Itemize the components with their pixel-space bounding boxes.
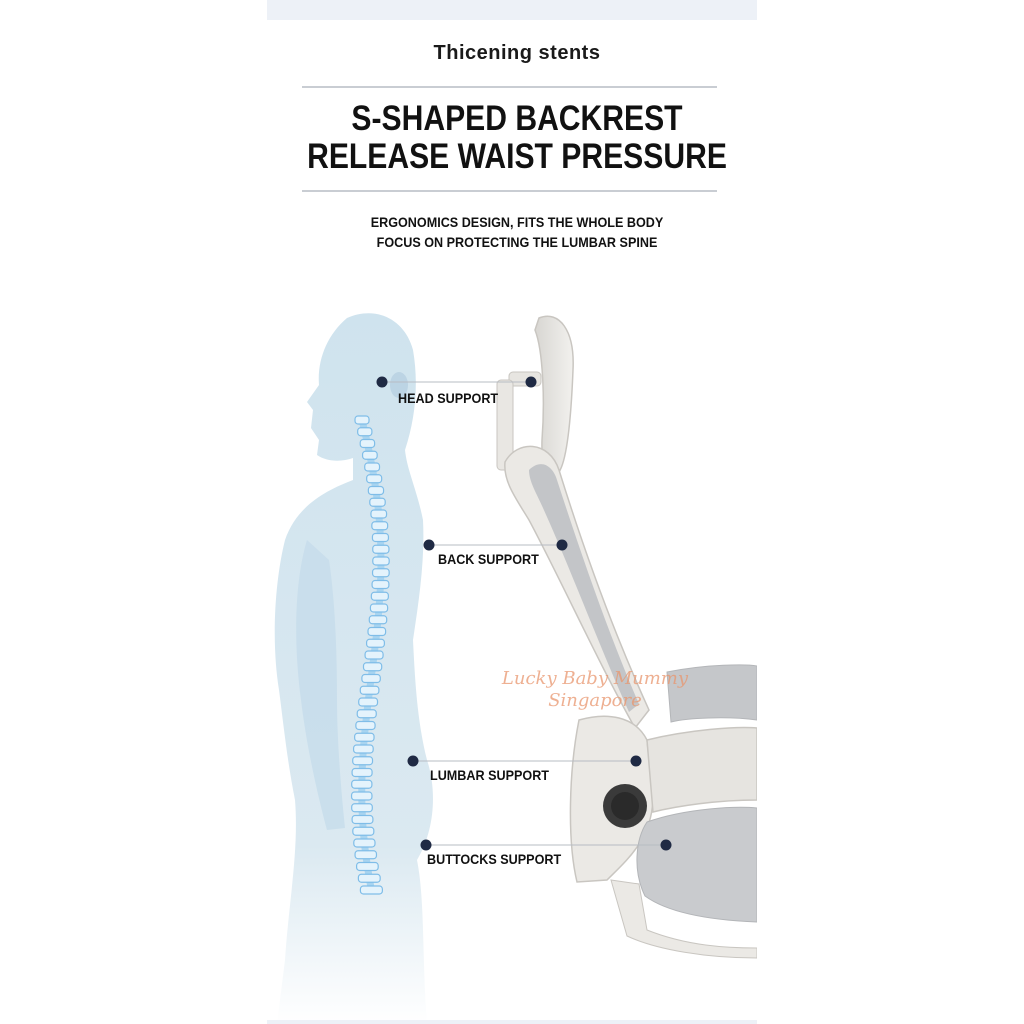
- description: ERGONOMICS DESIGN, FITS THE WHOLE BODY F…: [292, 212, 742, 252]
- vertebra: [371, 579, 390, 590]
- back-chair-dot: [556, 539, 568, 551]
- vertebra: [359, 685, 380, 695]
- vertebra: [357, 873, 381, 883]
- vertebra: [352, 826, 375, 836]
- callout-head-support: HEAD SUPPORT: [398, 390, 499, 406]
- vertebra: [351, 803, 373, 813]
- product-panel: Thicening stents S-SHAPED BACKREST RELEA…: [267, 0, 757, 1024]
- vertebra: [364, 462, 381, 472]
- headline: S-SHAPED BACKREST RELEASE WAIST PRESSURE: [302, 100, 732, 176]
- buttocks-body-dot: [420, 839, 432, 851]
- human-body-silhouette: [274, 313, 433, 1024]
- vertebra: [359, 438, 376, 449]
- vertebra: [351, 779, 373, 789]
- vertebra: [354, 850, 378, 860]
- vertebra: [369, 603, 389, 613]
- vertebra: [351, 814, 374, 825]
- lumbar-body-dot: [407, 755, 419, 767]
- vertebra: [353, 838, 376, 848]
- vertebra: [355, 861, 379, 872]
- vertebra: [367, 626, 387, 637]
- vertebra: [370, 591, 389, 601]
- vertebra: [359, 885, 383, 895]
- head-body-dot: [376, 376, 388, 388]
- subtitle: Thicening stents: [433, 42, 601, 64]
- divider-bottom: [302, 190, 717, 192]
- vertebra: [371, 532, 390, 543]
- vertebra: [362, 662, 383, 672]
- callout-lumbar-support: LUMBAR SUPPORT: [430, 767, 550, 783]
- watermark: Lucky Baby Mummy Singapore: [485, 668, 705, 712]
- vertebra: [356, 709, 377, 719]
- vertebra: [365, 638, 385, 648]
- vertebra: [358, 697, 379, 707]
- headline-line-2: RELEASE WAIST PRESSURE: [307, 137, 727, 176]
- illustration: [274, 313, 757, 1024]
- vertebra: [371, 568, 390, 578]
- callout-connectors: [376, 376, 672, 851]
- head-chair-dot: [525, 376, 537, 388]
- buttocks-chair-dot: [660, 839, 672, 851]
- vertebra: [357, 427, 373, 437]
- description-line-1: ERGONOMICS DESIGN, FITS THE WHOLE BODY: [370, 214, 664, 230]
- vertebra: [371, 521, 389, 531]
- vertebra: [352, 744, 374, 754]
- divider-top: [302, 86, 717, 88]
- vertebra: [350, 791, 373, 801]
- vertebra: [372, 556, 390, 566]
- lumbar-chair-dot: [630, 755, 642, 767]
- vertebra: [355, 720, 376, 731]
- watermark-line-2: Singapore: [548, 690, 642, 711]
- vertebra: [354, 415, 370, 425]
- vertebra: [367, 485, 385, 496]
- vertebra: [352, 756, 374, 766]
- top-band: [267, 0, 757, 20]
- vertebra: [370, 509, 388, 519]
- vertebra: [372, 544, 390, 554]
- vertebra: [366, 474, 383, 484]
- vertebra: [351, 767, 373, 778]
- vertebra: [369, 497, 386, 507]
- bottom-band: [267, 1020, 757, 1024]
- vertebra: [368, 615, 388, 625]
- vertebra: [361, 450, 378, 460]
- callout-back-support: BACK SUPPORT: [438, 551, 539, 567]
- headline-line-1: S-SHAPED BACKREST: [351, 99, 683, 138]
- vertebra: [364, 650, 384, 660]
- back-body-dot: [423, 539, 435, 551]
- vertebra: [361, 673, 381, 684]
- spine-illustration: [350, 415, 390, 895]
- vertebra: [354, 732, 375, 742]
- watermark-line-1: Lucky Baby Mummy: [501, 668, 689, 689]
- description-line-2: FOCUS ON PROTECTING THE LUMBAR SPINE: [376, 234, 658, 250]
- callout-buttocks-support: BUTTOCKS SUPPORT: [427, 851, 562, 867]
